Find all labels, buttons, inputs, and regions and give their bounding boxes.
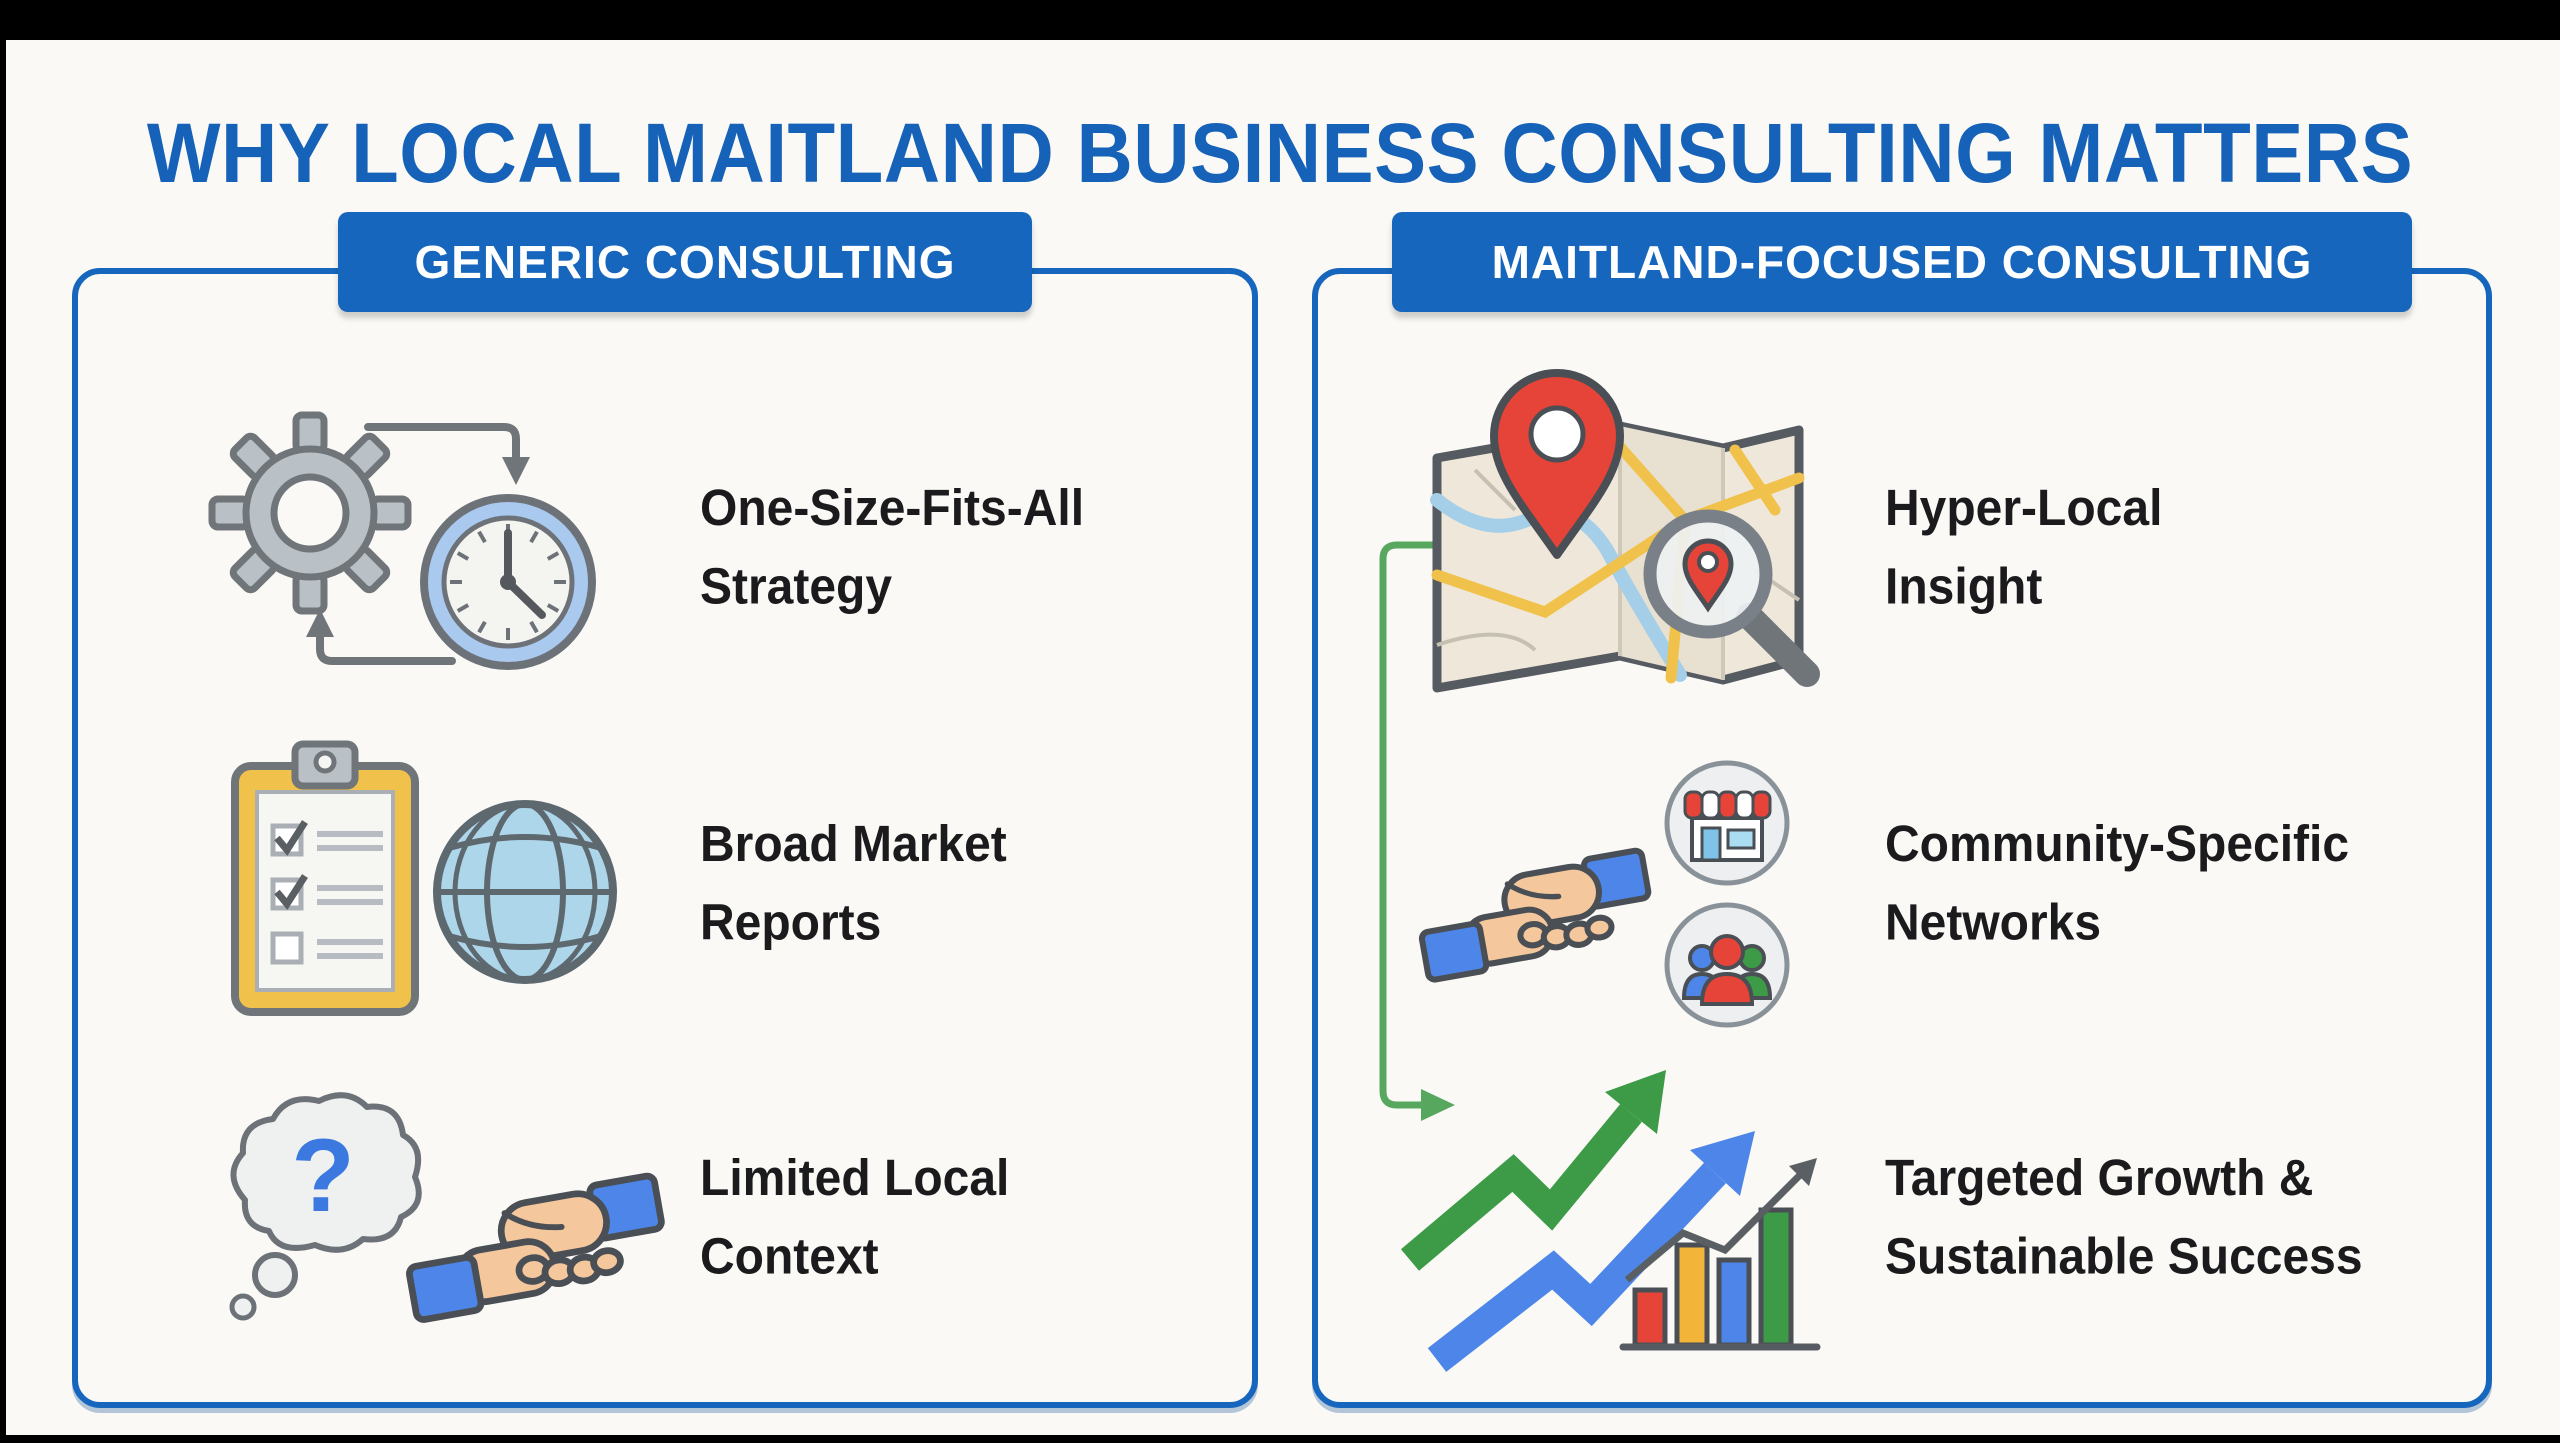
maitland-row1-line1: Hyper-Local — [1885, 480, 2163, 537]
handshake-icon — [1418, 828, 1656, 991]
clipboard-globe-icon — [231, 740, 617, 1016]
generic-row2-line1: Broad Market — [700, 816, 1007, 873]
maitland-row1-line2: Insight — [1885, 559, 2043, 616]
generic-row3-line1: Limited Local — [700, 1150, 1010, 1207]
generic-row3-line2: Context — [700, 1229, 879, 1286]
generic-row1-line2: Strategy — [700, 559, 893, 616]
green-connector-arrow-icon — [1379, 541, 1455, 1121]
maitland-row2-label: Community-Specific Networks — [1885, 806, 2349, 963]
maitland-consulting-header: MAITLAND-FOCUSED CONSULTING — [1392, 212, 2412, 312]
maitland-row2-line2: Networks — [1885, 895, 2102, 952]
generic-row2-label: Broad Market Reports — [700, 806, 1007, 963]
map-icon — [1430, 369, 1820, 693]
clock-icon — [420, 494, 596, 670]
globe-icon — [433, 800, 617, 984]
generic-row2-line2: Reports — [700, 895, 882, 952]
generic-consulting-header: GENERIC CONSULTING — [338, 212, 1032, 312]
bottom-letterbox-bar — [0, 1435, 2560, 1443]
cycle-arrows-icon — [306, 423, 530, 665]
generic-row1-line1: One-Size-Fits-All — [700, 480, 1085, 537]
trend-arrow-icon — [1624, 1158, 1817, 1283]
location-pin-icon — [1490, 369, 1624, 559]
gear-clock-cycle-icon — [208, 411, 596, 670]
maitland-row2-line1: Community-Specific — [1885, 816, 2350, 873]
people-group-badge-icon — [1664, 902, 1790, 1028]
maitland-row1-label: Hyper-Local Insight — [1885, 470, 2162, 627]
gear-icon — [208, 411, 412, 615]
generic-row1-label: One-Size-Fits-All Strategy — [700, 470, 1084, 627]
maitland-row3-line2: Sustainable Success — [1885, 1229, 2363, 1286]
maitland-row3-line1: Targeted Growth & — [1885, 1150, 2314, 1207]
growth-zigzag-arrows-icon — [1400, 1070, 1821, 1372]
question-thought-bubble-icon: ? — [229, 1092, 422, 1321]
left-letterbox-bar — [0, 0, 6, 1443]
question-mark: ? — [291, 1118, 355, 1234]
clipboard-checklist-icon — [231, 740, 419, 1016]
maitland-row3-label: Targeted Growth & Sustainable Success — [1885, 1140, 2363, 1297]
generic-row3-label: Limited Local Context — [700, 1140, 1009, 1297]
bar-chart-icon — [1619, 1207, 1821, 1351]
page-title: WHY LOCAL MAITLAND BUSINESS CONSULTING M… — [146, 105, 2414, 201]
magnifier-pin-icon — [1643, 509, 1820, 687]
storefront-badge-icon — [1664, 760, 1790, 886]
handshake-icon — [405, 1150, 670, 1333]
top-letterbox-bar — [0, 0, 2560, 40]
